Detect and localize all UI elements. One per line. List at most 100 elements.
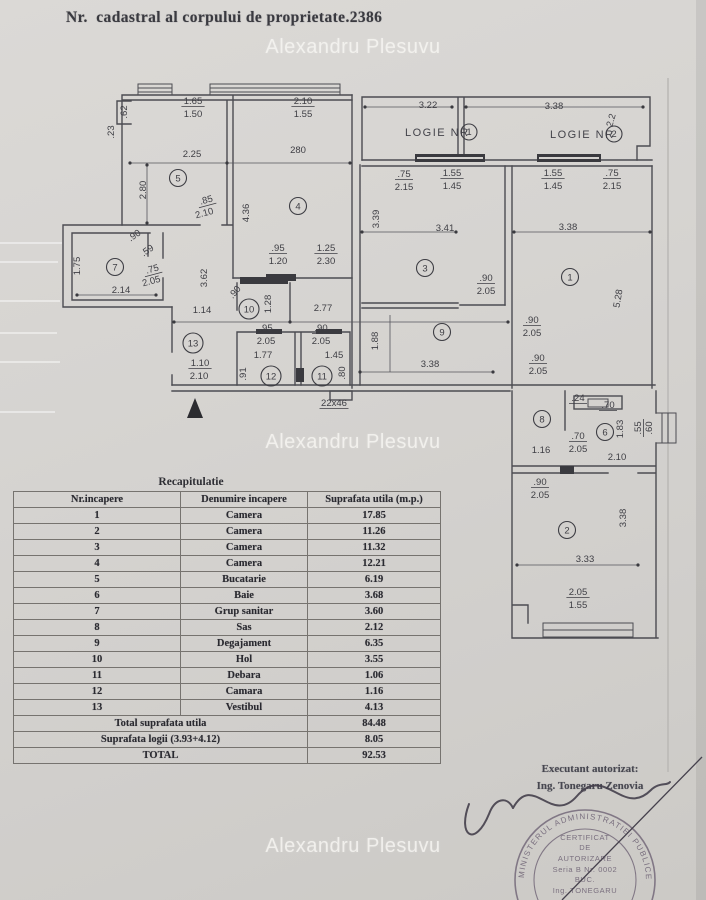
dim-label: 2.30 [317,256,336,267]
total-label: TOTAL [13,747,308,764]
dim-label: .75 [605,168,618,179]
dim-label: .90 [314,323,327,334]
dim-label: .80 [337,366,348,379]
dim-label: 2.25 [183,149,202,160]
room-number: 4 [295,201,300,212]
room-number: 9 [439,327,444,338]
dim-label: 1.16 [532,445,551,456]
dim-label: 2.10 [294,96,313,107]
dim-label: .59 [139,243,156,260]
dim-label: 2.10 [608,452,627,463]
dim-label: 1.14 [193,305,212,316]
table-cell: 3.55 [307,651,441,668]
column-header-2: Suprafata utila (m.p.) [307,491,441,508]
dim-label: 2.05 [141,274,162,289]
dim-label: 3.39 [371,210,382,229]
dim-label: 1.55 [569,600,588,611]
cadastral-number-title: Nr. cadastral al corpului de proprietate… [66,9,383,26]
dim-label: 3.33 [576,554,595,565]
dim-label: .95 [271,243,284,254]
room-circle [182,332,204,354]
dim-label: 2.05 [529,366,548,377]
dim-label: 2.05 [569,587,588,598]
table-cell: 11.32 [307,539,441,556]
table-cell: 2 [13,523,181,540]
dim-label: 22x46 [321,398,347,409]
dim-label: 3.22 [419,100,438,111]
stamp-text-line: AUTORIZARE [558,854,612,863]
logie-number-circle [605,125,623,143]
dim-label: 4.36 [241,204,252,223]
dim-label: 1.88 [370,332,381,351]
dim-label: 1.45 [544,181,563,192]
room-circle [432,322,452,342]
table-cell: Camara [180,683,308,700]
logie-number: 1 [466,127,471,138]
dim-label: 5.28 [612,289,626,309]
dim-label: 2.05 [477,286,496,297]
dim-label: 2.77 [314,303,333,314]
room-number: 3 [422,263,427,274]
table-cell: Camera [180,555,308,572]
stamp-text-line: Seria B Nr. 0002 [553,865,618,874]
dim-label: 1.50 [184,109,203,120]
dim-label: 1.55 [294,109,313,120]
room-circle [557,520,577,540]
column-header-1: Denumire incapere [180,491,308,508]
table-cell: 7 [13,603,181,620]
room-number: 5 [175,173,180,184]
room-circle [260,365,282,387]
table-cell: 6.19 [307,571,441,588]
executant-label: Executant autorizat: [541,763,639,775]
dim-label: 1.65 [184,96,203,107]
north-arrow-icon [187,398,203,418]
dim-label: 3.62 [199,269,210,288]
fraction-bar [198,202,217,209]
dim-label: 1.20 [269,256,288,267]
dim-label: 2.80 [138,181,149,200]
table-cell: 11 [13,667,181,684]
room-number: 11 [317,371,327,382]
dim-label: .90 [525,315,538,326]
dim-label: 1.75 [72,257,83,276]
table-cell: 2.12 [307,619,441,636]
room-number: 12 [266,371,277,382]
table-cell: Vestibul [180,699,308,716]
dim-label: .70 [601,400,614,411]
dim-label: 1.83 [615,420,626,439]
total-label: Total suprafata utila [13,715,308,732]
table-cell: Baie [180,587,308,604]
dim-label: 2.14 [112,285,131,296]
total-row: Suprafata logii (3.93+4.12)8.05 [13,731,441,748]
table-cell: 5 [13,571,181,588]
dim-label: .90 [227,284,244,301]
table-cell: 4 [13,555,181,572]
room-circle [415,258,435,278]
table-cell: 1 [13,507,181,524]
dim-label: 2.05 [531,490,550,501]
room-number: 1 [567,272,572,283]
dim-label: 1.77 [254,350,273,361]
dim-label: 2.10 [190,371,209,382]
room-circle [595,422,615,442]
dim-label: 2.05 [257,336,276,347]
table-cell: 1.06 [307,667,441,684]
dim-label: 1.28 [263,295,274,314]
dim-label: 1.10 [191,358,210,369]
dim-label: 2.05 [523,328,542,339]
dim-label: .90 [479,273,492,284]
logie-number-circle [460,123,478,141]
signature-scrawl [464,781,671,836]
dim-label: 2.15 [395,182,414,193]
